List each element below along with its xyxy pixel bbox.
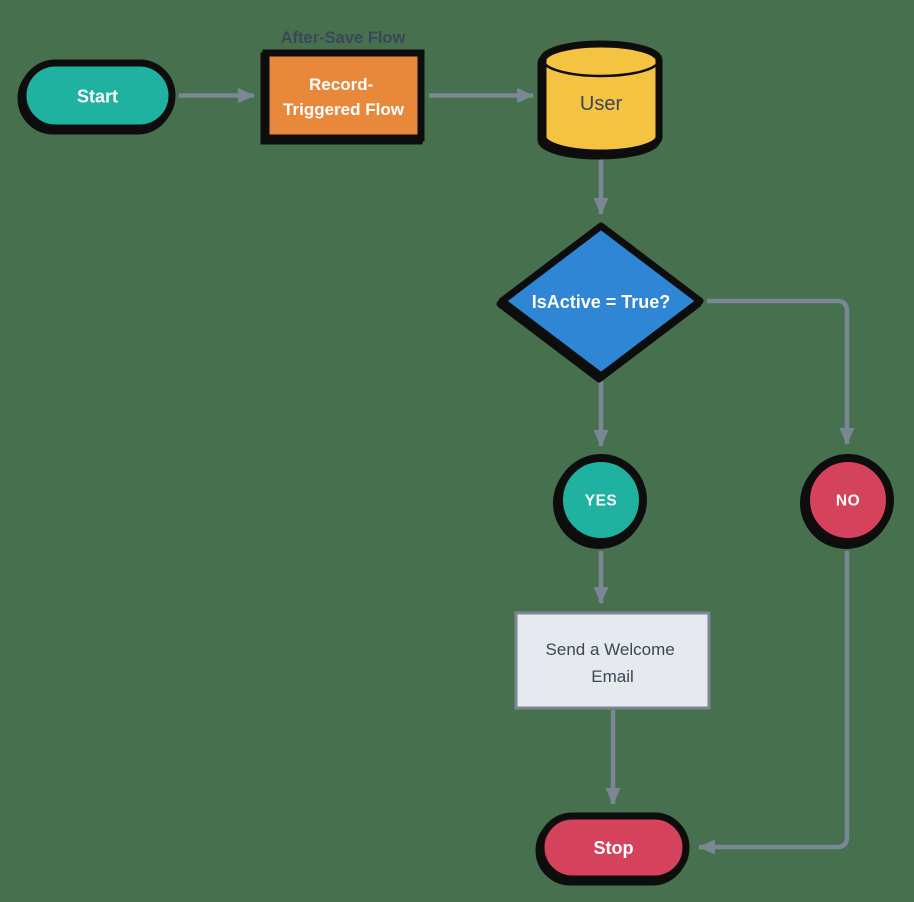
record-triggered-flow-label: Record- Triggered Flow (283, 75, 405, 119)
yes-node (555, 454, 647, 546)
decision-label: IsActive = True? (532, 292, 671, 312)
send-welcome-email-label: Send a Welcome Email (546, 640, 680, 686)
decision-node (498, 222, 704, 380)
user-database-node (539, 40, 663, 157)
no-label: NO (836, 493, 860, 510)
flow-type-label: After-Save Flow (281, 29, 406, 47)
stop-node (537, 812, 690, 883)
connectors (179, 88, 855, 855)
record-flow-line1: Record- (309, 75, 373, 94)
connector-decision-to-no (707, 298, 855, 445)
send-welcome-email-node (514, 611, 711, 710)
start-label: Start (77, 87, 118, 107)
stop-label: Stop (594, 838, 634, 858)
record-flow-line2: Triggered Flow (283, 100, 405, 119)
start-node (19, 59, 176, 132)
user-database-label: User (580, 93, 623, 115)
send-email-line1: Send a Welcome (546, 640, 675, 659)
send-email-line2: Email (591, 667, 634, 686)
yes-label: YES (585, 493, 618, 510)
connector-no-to-stop (698, 551, 850, 855)
no-node (802, 454, 894, 546)
record-triggered-flow-node (262, 49, 425, 142)
database-cylinder-lid (541, 42, 661, 78)
